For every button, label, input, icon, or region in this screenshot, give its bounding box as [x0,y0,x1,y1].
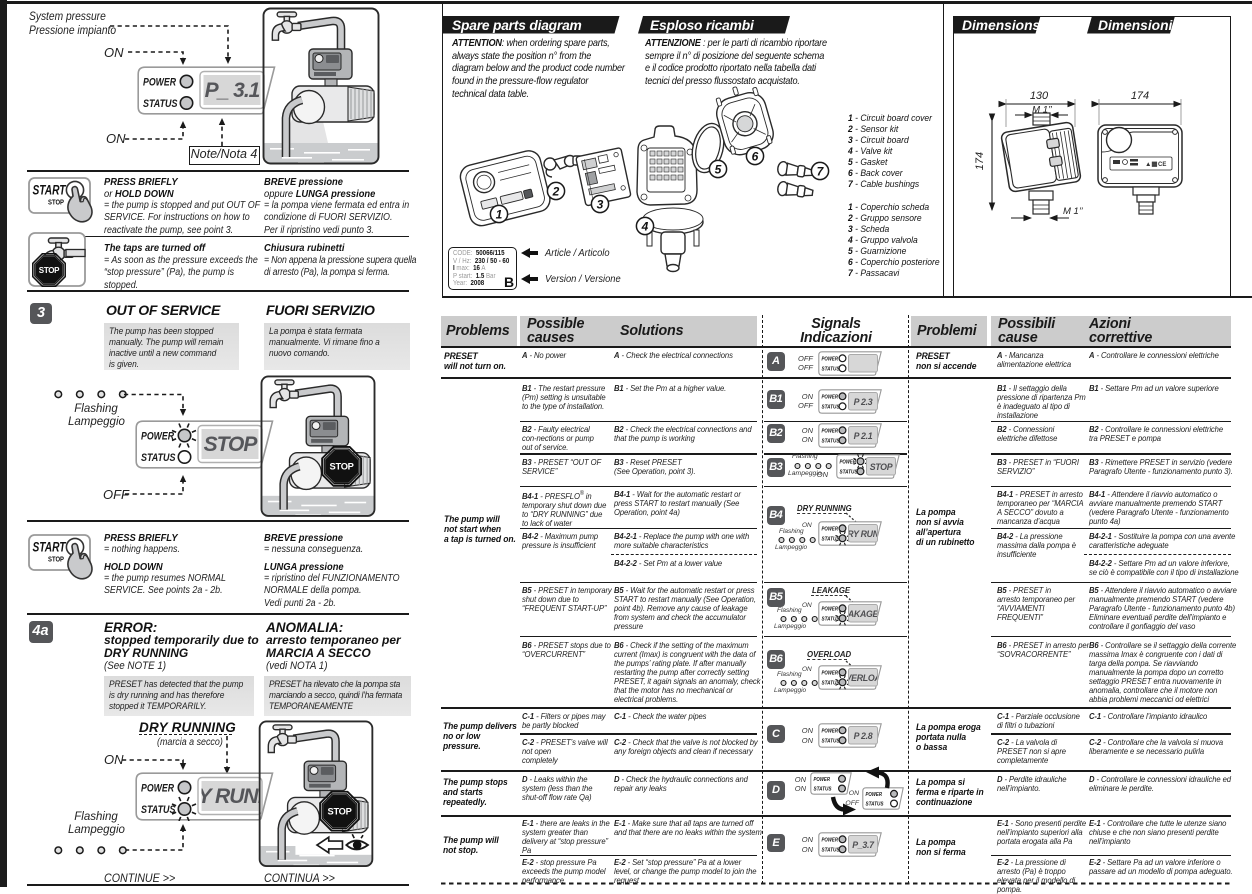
svg-text:2: 2 [551,184,559,198]
svg-text:P 2.1: P 2.1 [854,430,873,440]
svg-text:POWER: POWER [822,356,839,362]
svg-text:STATUS: STATUS [822,438,840,444]
svg-text:STATUS: STATUS [822,537,840,543]
svg-text:STOP: STOP [38,266,59,275]
svg-text:P 2.8: P 2.8 [854,731,873,741]
svg-text:M 1’’: M 1’’ [1063,206,1084,217]
svg-text:START: START [33,539,67,554]
svg-text:5: 5 [714,162,721,176]
svg-text:POWER: POWER [822,527,839,533]
svg-text:STATUS: STATUS [822,404,840,410]
svg-text:STOP: STOP [328,807,352,817]
svg-text:P_3.7: P_3.7 [852,840,875,850]
svg-text:P 2.3: P 2.3 [854,396,873,406]
svg-text:STATUS: STATUS [822,616,840,622]
svg-text:130: 130 [1029,90,1048,102]
svg-text:STATUS: STATUS [141,804,176,816]
svg-text:VERLOA: VERLOA [846,672,881,682]
svg-text:STATUS: STATUS [141,452,176,464]
svg-text:AKAGE: AKAGE [847,608,880,618]
svg-text:STATUS: STATUS [822,366,840,372]
svg-text:STATUS: STATUS [866,801,884,807]
svg-text:174: 174 [1130,90,1148,102]
svg-text:POWER: POWER [143,77,176,89]
svg-text:POWER: POWER [822,838,839,844]
svg-text:STOP: STOP [870,461,893,471]
svg-text:STOP: STOP [204,433,259,456]
svg-text:3: 3 [596,197,603,211]
svg-text:1: 1 [495,207,502,221]
svg-text:POWER: POWER [822,606,839,612]
svg-text:P_ 3.1: P_ 3.1 [205,79,260,102]
svg-text:CE: CE [1158,162,1166,168]
svg-text:STATUS: STATUS [143,98,178,110]
svg-text:POWER: POWER [866,792,883,798]
svg-text:RY RUN: RY RUN [847,529,880,539]
svg-text:STATUS: STATUS [840,469,858,475]
svg-text:STATUS: STATUS [822,848,840,854]
svg-text:STATUS: STATUS [822,680,840,686]
svg-text:STOP: STOP [48,556,64,563]
svg-text:STOP: STOP [48,199,64,206]
svg-text:POWER: POWER [840,459,857,465]
svg-text:POWER: POWER [822,394,839,400]
svg-text:POWER: POWER [822,729,839,735]
svg-text:STOP: STOP [330,461,354,471]
svg-text:POWER: POWER [822,670,839,676]
svg-text:7: 7 [816,164,824,178]
svg-text:STATUS: STATUS [822,739,840,745]
svg-text:START: START [32,182,66,197]
svg-text:POWER: POWER [141,431,174,443]
svg-text:4: 4 [640,219,648,233]
svg-text:174: 174 [974,152,986,170]
svg-text:POWER: POWER [822,428,839,434]
svg-text:Y RUNI: Y RUNI [198,785,265,808]
svg-text:▲▦: ▲▦ [1145,161,1158,168]
svg-text:STATUS: STATUS [814,787,832,793]
svg-text:POWER: POWER [814,777,831,783]
svg-text:6: 6 [751,149,758,163]
svg-text:M 1’’: M 1’’ [1032,105,1053,116]
svg-text:POWER: POWER [141,783,174,795]
